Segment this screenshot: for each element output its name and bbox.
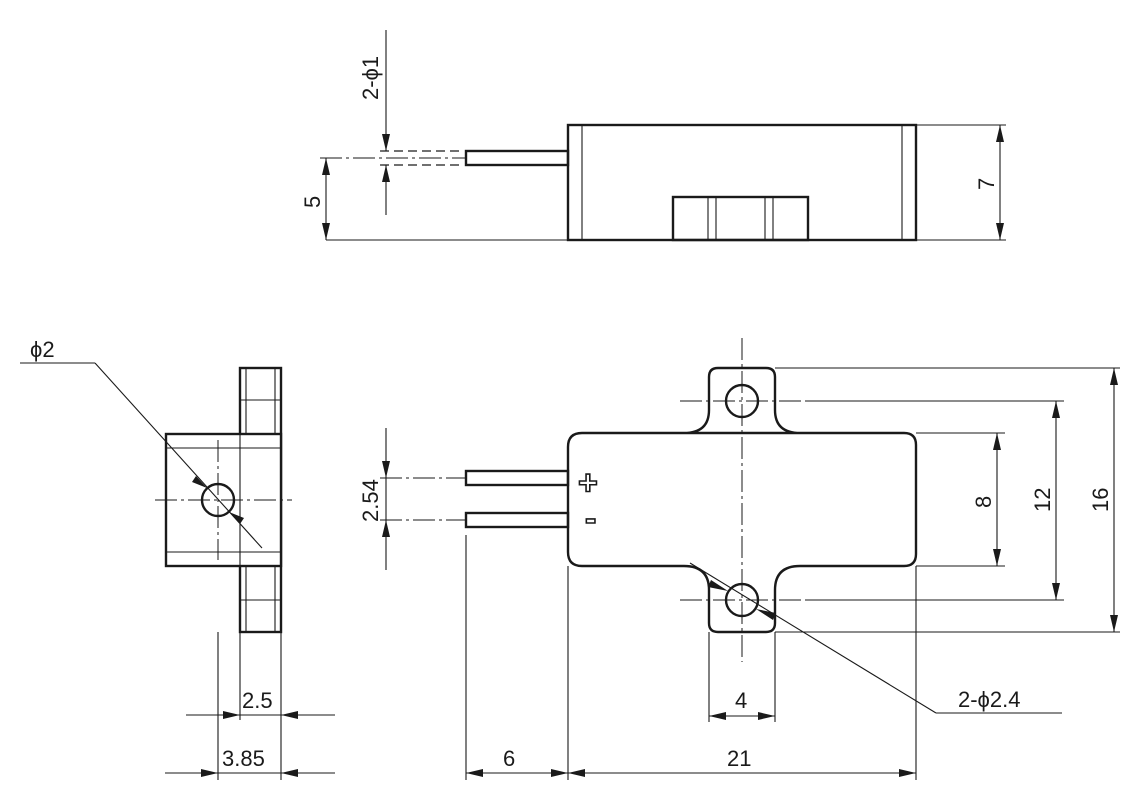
front-hole-diameter-label: 2-ϕ2.4 [958,687,1020,712]
polarity-negative-mark: - [585,500,596,538]
side-hole-diameter-label: ϕ2 [30,337,55,362]
front-view: + - 2.54 8 12 16 [358,338,1120,780]
tab-width-label: 4 [735,688,747,713]
front-view-outline [566,366,918,634]
side-view: ϕ2 2.5 3.85 [20,337,335,780]
side-depth-label: 3.85 [222,746,265,771]
pin-height-label: 5 [300,196,325,208]
front-view-pin-negative [464,511,570,529]
overall-width-label: 16 [1088,488,1113,512]
pin-length-label: 6 [503,746,515,771]
pin-diameter-label: 2-ϕ1 [358,56,383,100]
body-width-label: 8 [971,496,996,508]
top-view-bottom-block [671,195,810,242]
polarity-positive-mark: + [578,464,598,502]
body-height-label: 7 [974,178,999,190]
pin-pitch-label: 2.54 [358,479,383,522]
flange-thickness-label: 2.5 [242,688,273,713]
front-view-pin-positive [464,469,570,487]
top-view-body [566,123,918,242]
top-view-pin [464,149,570,167]
hole-spacing-label: 12 [1030,488,1055,512]
body-length-label: 21 [727,746,751,771]
top-view: 2-ϕ1 5 7 [300,30,1006,242]
